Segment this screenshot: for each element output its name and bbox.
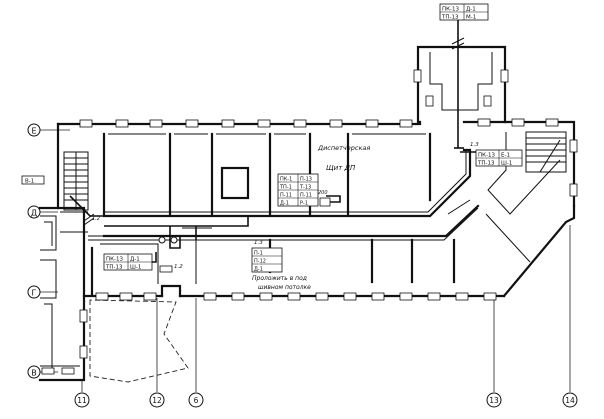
axis-bubble-12: 12 — [149, 392, 165, 408]
cable-tag-right-r1c0: ТП-13 — [477, 161, 495, 167]
mark-13-top: 1.3 — [470, 142, 479, 148]
cable-tag-corridor-r0: П-1 — [254, 251, 263, 257]
cable-tag-corridor: П-1 П-12 Д-1 — [251, 247, 283, 273]
cable-tag-left-r1c1: Ш-1 — [130, 265, 141, 271]
axis-label-11: 11 — [77, 396, 87, 405]
axis-bubble-d: Д — [27, 205, 41, 219]
panel-dp-label: Щит ДП — [326, 164, 356, 172]
cable-tag-dispatcher-r0c0: ПК-1 — [280, 177, 292, 183]
cable-tag-top-r0c1: Д-1 — [466, 7, 476, 13]
axis-label-d: Д — [31, 209, 37, 218]
axis-bubble-14: 14 — [562, 392, 578, 408]
stair-treads-left — [64, 152, 88, 210]
cable-route — [69, 12, 493, 263]
cable-tag-dispatcher-r3c1: Р-1 — [300, 201, 308, 207]
mark-13-mid: 1.3 — [254, 240, 263, 246]
windows — [41, 69, 578, 375]
cable-tag-right-r0c0: ПК-13 — [478, 153, 496, 159]
axis-label-12: 12 — [152, 396, 162, 405]
axis-bubble-e: Е — [27, 123, 41, 137]
cable-tag-right: ПК-13 Е-1 ТП-13 Ш-1 — [475, 149, 523, 167]
cable-tag-left-r1c0: ТП-13 — [105, 265, 123, 271]
stair-treads-right — [526, 137, 566, 173]
cable-tag-top-r1c1: М-1 — [466, 15, 476, 21]
cable-tag-right-r1c1: Ш-1 — [501, 161, 512, 167]
routing-note-line-1: Проложить в под — [252, 275, 307, 282]
cable-tag-dispatcher-r2c1: П-11 — [300, 193, 312, 199]
cable-tag-dispatcher-r0c1: П-13 — [300, 177, 312, 183]
break-marks — [83, 37, 465, 226]
cable-tag-corridor-r1: П-12 — [254, 259, 266, 265]
dashed-addition-outline — [89, 299, 189, 383]
axis-lines — [40, 129, 571, 392]
cable-tag-left-r0c0: ПК-13 — [106, 257, 124, 263]
cable-tag-dispatcher-r3c0: Д-1 — [280, 201, 289, 207]
cable-tag-right-r0c1: Е-1 — [501, 153, 510, 159]
panel-dp-sub-label: 200 — [318, 190, 328, 196]
cable-tag-small: В-1 — [21, 175, 45, 185]
cable-tag-left-r0c1: Д-1 — [130, 257, 140, 263]
axis-label-14: 14 — [565, 396, 575, 405]
axis-label-v: В — [31, 369, 37, 378]
cable-tag-dispatcher-r1c1: Т-13 — [299, 185, 311, 191]
mark-2: 1.2 — [92, 216, 100, 222]
cable-tag-dispatcher-r1c0: ТП-1 — [279, 185, 292, 191]
cable-tag-top: ПК-13 Д-1 ТП-13 М-1 — [439, 3, 489, 21]
cable-tag-dispatcher: ПК-1 П-13 ТП-1 Т-13 П-11 П-11 Д-1 Р-1 — [277, 173, 319, 207]
axis-label-g: Г — [32, 289, 37, 298]
axis-label-e: Е — [31, 127, 36, 136]
dispatcher-room-label: Диспетчерская — [317, 144, 370, 152]
axis-bubble-v: В — [27, 365, 41, 379]
outlet-symbols — [158, 197, 331, 273]
cable-tag-top-r1c0: ТП-13 — [441, 15, 459, 21]
axis-bubble-13: 13 — [486, 392, 502, 408]
cable-tag-top-r0c0: ПК-13 — [442, 7, 460, 13]
cable-tag-corridor-r2: Д-1 — [254, 267, 263, 273]
cable-tag-dispatcher-r2c0: П-11 — [280, 193, 292, 199]
axis-label-6: 6 — [194, 396, 199, 405]
routing-note-line-2: шивном потолке — [258, 284, 311, 291]
cable-tag-left: ПК-13 Д-1 ТП-13 Ш-1 — [103, 253, 153, 271]
cable-tag-small-label: В-1 — [25, 179, 34, 185]
axis-bubble-g: Г — [27, 285, 41, 299]
axis-bubble-6: 6 — [188, 392, 204, 408]
axis-bubble-11: 11 — [74, 392, 90, 408]
axis-label-13: 13 — [489, 396, 499, 405]
mark-12: 1.2 — [174, 264, 183, 270]
